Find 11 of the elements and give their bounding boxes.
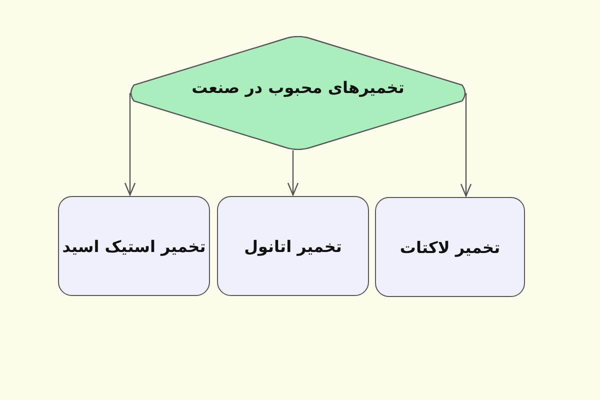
process-box	[217, 196, 369, 296]
arrow	[460, 93, 472, 197]
box-label: تخمیر لاکتات	[400, 238, 500, 256]
diamond-label: تخمیرهای محبوب در صنعت	[190, 78, 406, 97]
process-box	[375, 197, 525, 297]
box-label: تخمیر اتانول	[244, 236, 342, 256]
box-label: تخمیر استیک اسید	[62, 236, 206, 256]
arrow	[124, 93, 136, 196]
decision-diamond	[128, 36, 468, 150]
process-box	[58, 196, 210, 296]
arrow	[287, 150, 299, 196]
